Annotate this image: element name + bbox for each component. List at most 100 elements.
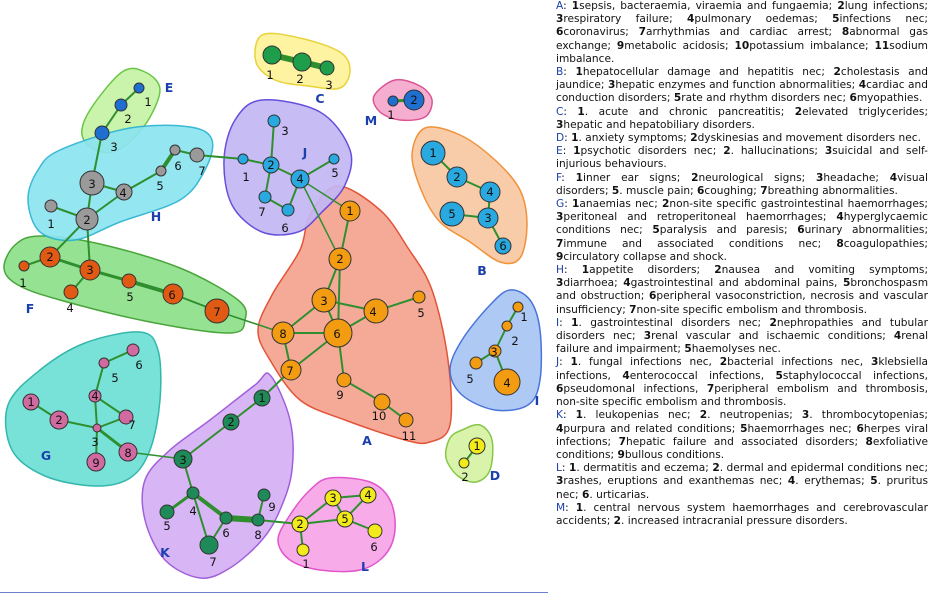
node-label-i5: 5: [466, 372, 473, 386]
legend-item-number: 9: [556, 250, 564, 263]
legend-item-text: . leukopenias nec;: [583, 409, 691, 422]
legend-item-number: 3: [607, 79, 616, 92]
legend-item-text: . neutropenias;: [707, 409, 793, 422]
node-a1: [339, 200, 361, 222]
legend-entry-g: G: 1anaemias nec; 2non-site specific gas…: [556, 198, 929, 263]
node-label-l2: 2: [296, 517, 303, 531]
legend-item-number: 5: [684, 343, 692, 356]
node-c3: [319, 60, 335, 76]
node-label-b2: 2: [453, 170, 460, 184]
node-label-f4: 4: [66, 301, 73, 315]
legend-item-number: 6: [649, 290, 657, 303]
node-i1: [512, 301, 524, 313]
legend-item-text: staphylococcal infections,: [782, 369, 928, 382]
cluster-h-region: [27, 124, 214, 242]
node-b4: [479, 181, 501, 203]
legend-item-number: 7: [556, 237, 564, 250]
legend-item-number: 11: [874, 39, 890, 52]
legend-item-number: 3: [556, 277, 564, 290]
node-label-a8: 8: [279, 327, 286, 341]
node-label-l4: 4: [364, 488, 371, 502]
legend-item-text: coronavirus;: [563, 26, 629, 39]
legend-item-text: bacterial infections nec,: [727, 356, 864, 369]
node-b5: [439, 201, 465, 227]
legend-item-number: 5: [673, 92, 682, 105]
legend-item-number: 2: [712, 462, 720, 475]
legend-item-text: renal failure and impairment;: [556, 330, 929, 356]
legend-item-number: 6: [556, 26, 564, 39]
node-j1: [237, 153, 249, 165]
node-label-f7: 7: [213, 305, 220, 319]
node-h3: [79, 170, 105, 196]
legend-item-text: . central nervous system haemorrhages an…: [556, 501, 929, 527]
node-label-k2: 2: [227, 415, 234, 429]
node-label-a1: 1: [346, 204, 353, 218]
node-label-d2: 2: [461, 470, 468, 484]
node-f6: [162, 283, 184, 305]
node-g6: [126, 343, 140, 357]
node-label-k7: 7: [209, 555, 216, 569]
legend-item-text: elevated triglycerides;: [802, 105, 929, 118]
legend-item-number: 3: [815, 171, 824, 184]
node-label-g7: 7: [128, 418, 135, 432]
node-label-k5: 5: [163, 519, 170, 533]
legend-item-number: 2: [769, 316, 777, 329]
legend-item-text: anaemias nec;: [579, 198, 658, 211]
legend-item-text: hyperglycaemic conditions nec;: [556, 211, 928, 237]
legend-item-text: headache;: [823, 171, 879, 184]
legend-item-number: 5: [652, 224, 660, 237]
node-label-b6: 6: [499, 239, 506, 253]
legend-item-number: 2: [662, 198, 670, 211]
cluster-l-letter: L: [361, 559, 369, 574]
node-d1: [468, 437, 486, 455]
node-a9: [336, 372, 352, 388]
legend-item-number: 4: [622, 369, 630, 382]
node-label-a10: 10: [372, 409, 387, 423]
legend-letter: H: [556, 264, 564, 277]
node-i3: [488, 344, 502, 358]
legend-entry-a: A: 1sepsis, bacteraemia, viraemia and fu…: [556, 0, 928, 65]
node-label-j7: 7: [258, 205, 265, 219]
node-label-g5: 5: [111, 371, 118, 385]
legend-item-text: . dermatitis and eczema;: [576, 462, 709, 475]
node-k7: [199, 535, 219, 555]
legend-item-text: cardiac and conduction disorders;: [556, 79, 928, 105]
node-c1: [262, 45, 282, 65]
legend-item-number: 1: [571, 132, 579, 145]
node-h6: [169, 144, 181, 156]
node-label-a3: 3: [320, 294, 327, 308]
legend-item-text: respiratory failure;: [563, 13, 673, 26]
node-g9: [86, 452, 106, 472]
node-k3: [173, 449, 193, 469]
legend-item-number: 4: [858, 79, 867, 92]
node-label-b4: 4: [486, 185, 493, 199]
legend-item-number: 7: [706, 382, 715, 395]
legend-item-number: 3: [556, 118, 564, 131]
legend-item-number: 6: [849, 92, 857, 105]
node-label-j1: 1: [242, 170, 249, 184]
legend-item-text: . hallucinations;: [730, 145, 818, 158]
legend-item-text: sodium imbalance.: [556, 39, 928, 65]
node-label-j5: 5: [331, 166, 338, 180]
legend-item-number: 6: [797, 224, 805, 237]
node-label-k4: 4: [189, 504, 196, 518]
cluster-e-letter: E: [165, 80, 174, 95]
node-j6: [281, 203, 295, 217]
node-l4: [359, 486, 377, 504]
legend-item-number: 4: [889, 171, 898, 184]
node-label-a4: 4: [369, 305, 376, 319]
node-label-a7: 7: [286, 364, 293, 378]
node-label-h1: 1: [47, 217, 54, 231]
cluster-h-letter: H: [151, 209, 161, 224]
legend-item-number: 1: [575, 501, 584, 514]
legend-item-number: 3: [643, 330, 652, 343]
node-k9: [257, 488, 271, 502]
legend-item-text: coagulopathies;: [843, 237, 928, 250]
node-label-e1: 1: [144, 95, 151, 109]
node-f4: [63, 284, 79, 300]
legend-item-number: 3: [801, 409, 810, 422]
node-label-m2: 2: [410, 93, 417, 107]
legend-item-number: 3: [824, 145, 833, 158]
node-h2: [75, 207, 99, 231]
